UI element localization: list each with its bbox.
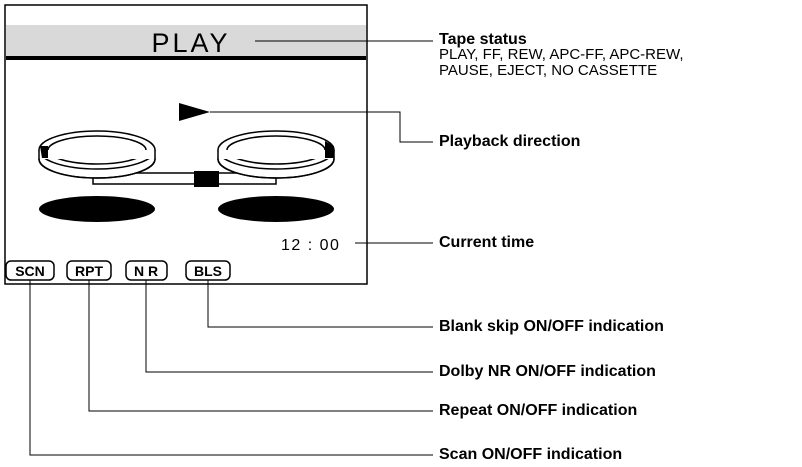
blank-skip-leader: [207, 280, 433, 328]
blank-skip-label: Blank skip ON/OFF indication: [439, 318, 664, 335]
repeat-label: Repeat ON/OFF indication: [439, 402, 638, 419]
left-tape-pack: [39, 196, 155, 222]
tape-status-options-line1: PLAY, FF, REW, APC-FF, APC-REW,: [439, 46, 684, 63]
dolby-nr-label: Dolby NR ON/OFF indication: [439, 363, 656, 380]
tape-status-label: Tape status: [439, 31, 527, 48]
tape-reels-illustration: [38, 130, 335, 222]
scan-label: Scan ON/OFF indication: [439, 446, 623, 463]
scan-leader: [29, 280, 433, 456]
playback-direction-label: Playback direction: [439, 133, 581, 150]
blank-skip-indicator-text: BLS: [194, 263, 222, 279]
playback-direction-leader: [210, 111, 433, 143]
tape-status-text: PLAY: [151, 28, 230, 58]
tape-head-block: [194, 171, 219, 187]
scan-indicator-text: SCN: [15, 263, 45, 279]
current-time-label: Current time: [439, 234, 535, 251]
repeat-indicator-text: RPT: [75, 263, 103, 279]
right-reel-icon: [217, 130, 335, 179]
left-reel-icon: [38, 130, 156, 179]
tape-status-options-line2: PAUSE, EJECT, NO CASSETTE: [439, 62, 658, 79]
dolby-nr-leader: [145, 280, 433, 373]
current-time-text: 12 : 00: [281, 237, 340, 254]
repeat-leader: [88, 280, 433, 412]
play-direction-arrow-icon: [179, 103, 210, 121]
dolby-nr-indicator-text: N R: [134, 263, 158, 279]
right-tape-pack: [218, 196, 334, 222]
status-band-underline: [6, 56, 366, 60]
